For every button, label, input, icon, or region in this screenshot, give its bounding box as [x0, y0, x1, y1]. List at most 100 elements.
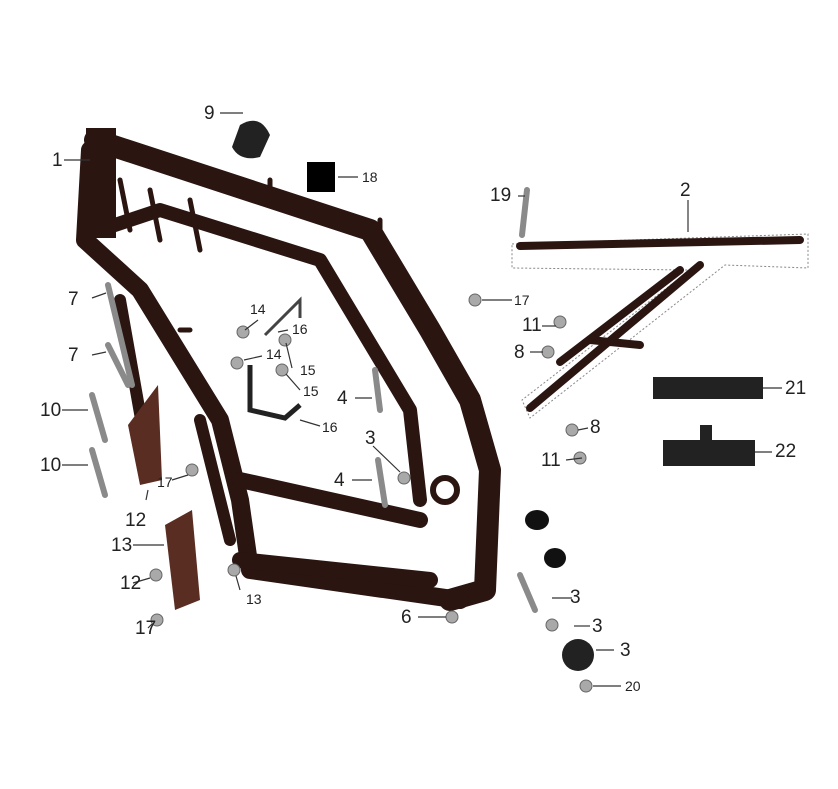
callout-11: 11	[541, 450, 583, 471]
callout-number: 15	[303, 383, 319, 399]
callout-number: 3	[620, 640, 631, 661]
callout-8: 8	[514, 342, 543, 363]
callout-19: 19	[490, 185, 525, 206]
callout-12: 12	[120, 573, 151, 594]
callout-4: 4	[334, 470, 372, 491]
bolt-part	[89, 392, 108, 443]
callout-number: 18	[362, 169, 378, 185]
leader-line	[565, 457, 583, 461]
leader-line	[577, 427, 589, 431]
plate-part-22	[663, 425, 755, 466]
chain-guide-part	[511, 233, 809, 419]
callout-number: 14	[250, 301, 266, 317]
callout-number: 6	[401, 607, 412, 628]
callout-15: 15	[285, 342, 316, 378]
callout-16: 16	[277, 321, 308, 337]
callout-6: 6	[401, 607, 446, 628]
nut-part	[579, 679, 593, 693]
nut-part	[278, 333, 292, 347]
callout-3: 3	[574, 616, 603, 637]
callout-8: 8	[577, 417, 601, 438]
callout-11: 11	[522, 315, 556, 336]
leader-line	[285, 373, 301, 391]
main-frame	[76, 128, 501, 611]
leader-line	[285, 342, 293, 369]
callout-number: 13	[111, 535, 132, 556]
callout-number: 12	[120, 573, 141, 594]
nut-part	[150, 613, 164, 627]
callout-3: 3	[552, 587, 581, 608]
callout-number: 16	[292, 321, 308, 337]
plate-part-21	[653, 377, 763, 399]
callout-22: 22	[755, 441, 796, 462]
callout-15: 15	[285, 373, 319, 399]
callout-number: 2	[680, 180, 691, 201]
callout-13: 13	[111, 535, 164, 556]
bolt-part	[105, 342, 131, 388]
callout-10: 10	[40, 400, 88, 421]
nut-part	[397, 471, 411, 485]
callout-number: 14	[266, 346, 282, 362]
nut-part	[545, 618, 559, 632]
callout-17: 17	[135, 618, 156, 639]
leader-line	[277, 329, 289, 333]
callout-3: 3	[365, 428, 401, 473]
callout-number: 15	[300, 362, 316, 378]
callout-3: 3	[596, 640, 631, 661]
bracket-part	[128, 385, 162, 485]
callout-number: 10	[40, 455, 61, 476]
callout-7: 7	[68, 345, 107, 366]
bracket-part	[165, 510, 200, 610]
nut-part	[227, 563, 241, 577]
callout-13: 13	[235, 575, 262, 607]
bolt-part	[372, 367, 383, 413]
leader-line	[171, 474, 189, 481]
nut-part	[565, 423, 579, 437]
pad-part	[307, 162, 335, 192]
bracket-part	[247, 365, 302, 421]
callout-number: 3	[592, 616, 603, 637]
callout-1: 1	[52, 150, 90, 171]
callout-number: 10	[40, 400, 61, 421]
callout-number: 17	[135, 618, 156, 639]
callout-number: 9	[204, 103, 215, 124]
callout-21: 21	[763, 378, 806, 399]
callout-number: 3	[570, 587, 581, 608]
callout-number: 17	[514, 292, 530, 308]
callout-number: 11	[541, 450, 561, 471]
leader-line	[372, 445, 401, 473]
callout-2: 2	[680, 180, 691, 232]
bolt-part	[519, 187, 530, 238]
callout-12: 12	[125, 489, 149, 531]
nut-part	[275, 363, 289, 377]
callout-number: 20	[625, 678, 641, 694]
bumper-part	[525, 510, 549, 530]
callout-14: 14	[243, 346, 282, 362]
callout-number: 7	[68, 289, 79, 310]
callout-number: 8	[514, 342, 525, 363]
callout-number: 3	[365, 428, 376, 449]
leader-line	[244, 319, 259, 331]
callout-16: 16	[299, 419, 338, 435]
leader-line	[132, 577, 151, 584]
callout-17: 17	[482, 292, 530, 308]
callout-17: 17	[157, 474, 189, 490]
nut-part	[149, 568, 163, 582]
callout-9: 9	[204, 103, 243, 124]
bolt-part	[105, 282, 135, 388]
bracket-part	[263, 296, 302, 337]
callout-number: 19	[490, 185, 511, 206]
nut-part	[185, 463, 199, 477]
callout-number: 11	[522, 315, 542, 336]
callout-4: 4	[337, 388, 372, 409]
roller-part	[562, 639, 594, 671]
callout-number: 8	[590, 417, 601, 438]
callout-number: 17	[157, 474, 173, 490]
callout-10: 10	[40, 455, 88, 476]
callout-number: 1	[52, 150, 63, 171]
leader-line	[91, 292, 107, 299]
callout-number: 12	[125, 510, 146, 531]
callout-number: 4	[334, 470, 345, 491]
nut-part	[541, 345, 555, 359]
